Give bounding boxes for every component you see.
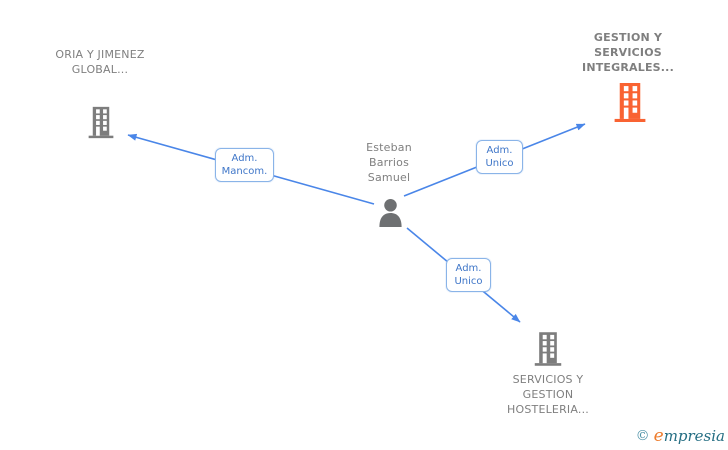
person-name[interactable]: Esteban Barrios Samuel [366,141,412,184]
edge-label-adm-unico-1: Adm. Unico [476,140,523,174]
company-name-servicios[interactable]: SERVICIOS Y GESTION HOSTELERIA... [507,373,589,416]
person-icon [379,199,402,227]
person-node[interactable] [377,198,404,231]
building-body [88,106,114,139]
company-node-oria[interactable] [87,104,115,145]
brand-initial: e [653,426,664,446]
company-node-servicios[interactable] [533,330,563,372]
edge-label-adm-mancom: Adm. Mancom. [215,148,274,182]
brand-rest: mpresia [663,427,725,445]
building-icon [614,83,646,122]
building-body [614,83,646,122]
watermark-brand[interactable]: ©empresia [636,426,725,446]
company-node-gestion[interactable] [612,83,648,126]
company-name-gestion[interactable]: GESTION Y SERVICIOS INTEGRALES... [582,31,674,74]
copyright-icon: © [635,428,650,444]
building-icon [534,332,562,366]
building-body [534,332,562,366]
company-name-oria[interactable]: ORIA Y JIMENEZ GLOBAL... [55,48,145,76]
building-icon [88,106,114,139]
edge-label-adm-unico-2: Adm. Unico [446,258,491,292]
